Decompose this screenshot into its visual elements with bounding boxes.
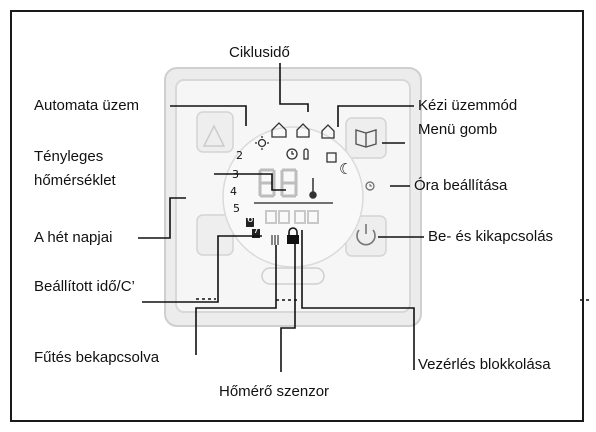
lcd-time-digits bbox=[265, 210, 319, 224]
hand-icon bbox=[303, 148, 309, 160]
label-vezerles-blokkolasa: Vezérlés blokkolása bbox=[418, 356, 551, 373]
label-tenyleges-line1: Tényleges bbox=[34, 148, 104, 165]
label-ciklusido: Ciklusidő bbox=[229, 44, 290, 61]
thermometer-icon bbox=[309, 178, 317, 199]
label-menu-gomb: Menü gomb bbox=[418, 121, 498, 138]
label-be-es-kikapcsolas: Be- és kikapcsolás bbox=[428, 228, 554, 245]
home-plus-icon bbox=[296, 123, 310, 138]
label-kezi-uzemmod: Kézi üzemmód bbox=[418, 97, 518, 114]
heating-bars-icon bbox=[271, 235, 279, 245]
dashed-marks bbox=[196, 298, 590, 301]
clock-set-icon bbox=[365, 181, 375, 191]
sun-icon bbox=[257, 138, 267, 148]
day-box-6 bbox=[246, 218, 254, 227]
label-ora-beallitasa: Óra beállítása bbox=[414, 177, 508, 194]
lock-icon bbox=[287, 227, 299, 244]
day-number-2: 2 bbox=[236, 149, 243, 162]
day-number-4: 4 bbox=[230, 185, 237, 198]
day-number-3: 3 bbox=[232, 168, 239, 181]
label-futes-bekapcsolva: Fűtés bekapcsolva bbox=[34, 349, 160, 366]
day-number-5: 5 bbox=[233, 202, 240, 215]
corner-button-bl[interactable] bbox=[196, 214, 234, 256]
label-het-napjai: A hét napjai bbox=[34, 229, 113, 246]
home-clock-icon bbox=[321, 124, 335, 139]
day-number-7: 7 bbox=[253, 225, 260, 236]
label-beallitott-ido: Beállított idő/C’ bbox=[34, 278, 135, 295]
up-arrow-icon bbox=[202, 124, 226, 147]
label-automata-uzem: Automata üzem bbox=[34, 97, 140, 114]
book-icon bbox=[355, 129, 377, 148]
label-homero-szenzor: Hőmérő szenzor bbox=[219, 383, 330, 400]
leader-lines bbox=[138, 63, 424, 372]
label-tenyleges-line2: hőmérséklet bbox=[34, 172, 116, 189]
clock-icon bbox=[286, 148, 298, 160]
day-number-6: 6 bbox=[247, 214, 254, 225]
home-icon bbox=[271, 122, 287, 138]
moon-icon: ☾ bbox=[339, 160, 353, 178]
power-icon bbox=[356, 229, 376, 246]
day-box-7 bbox=[252, 229, 260, 238]
bottom-slot bbox=[261, 267, 325, 285]
box-plus-icon bbox=[326, 152, 337, 163]
